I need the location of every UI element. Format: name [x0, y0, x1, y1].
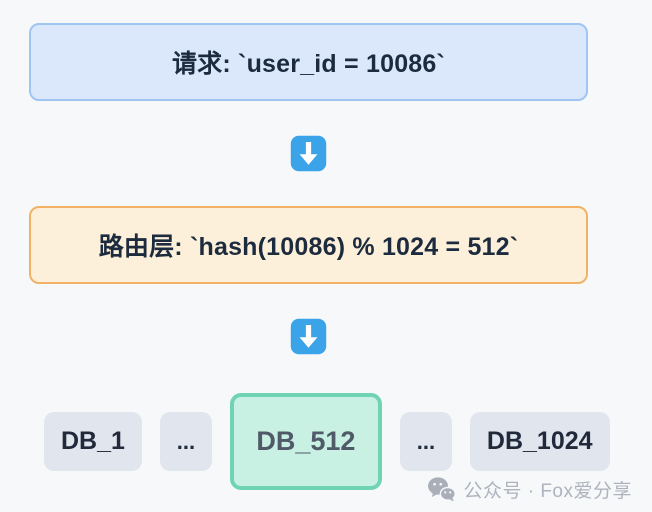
db-node-label: DB_1	[61, 427, 125, 455]
routing-layer-box: 路由层: `hash(10086) % 1024 = 512`	[29, 206, 588, 284]
ellipsis-node: ...	[159, 412, 212, 471]
db-node-label: DB_512	[256, 426, 356, 456]
down-arrow-icon	[290, 135, 327, 172]
db-node-512-selected: DB_512	[229, 393, 382, 490]
wechat-icon	[427, 476, 457, 503]
down-arrow-icon	[290, 318, 327, 355]
db-node-1024: DB_1024	[469, 412, 610, 471]
ellipsis-label: ...	[176, 428, 196, 454]
watermark: 公众号 · Fox爱分享	[427, 476, 632, 503]
db-node-1: DB_1	[44, 412, 142, 471]
request-box-label: 请求: `user_id = 10086`	[171, 50, 446, 78]
routing-box-label: 路由层: `hash(10086) % 1024 = 512`	[98, 233, 519, 261]
watermark-text: 公众号 · Fox爱分享	[463, 481, 632, 502]
request-box: 请求: `user_id = 10086`	[29, 23, 588, 101]
database-row: DB_1 ... DB_512 ... DB_1024	[44, 393, 610, 490]
ellipsis-node: ...	[399, 412, 452, 471]
db-node-label: DB_1024	[486, 427, 593, 455]
ellipsis-label: ...	[416, 428, 436, 454]
